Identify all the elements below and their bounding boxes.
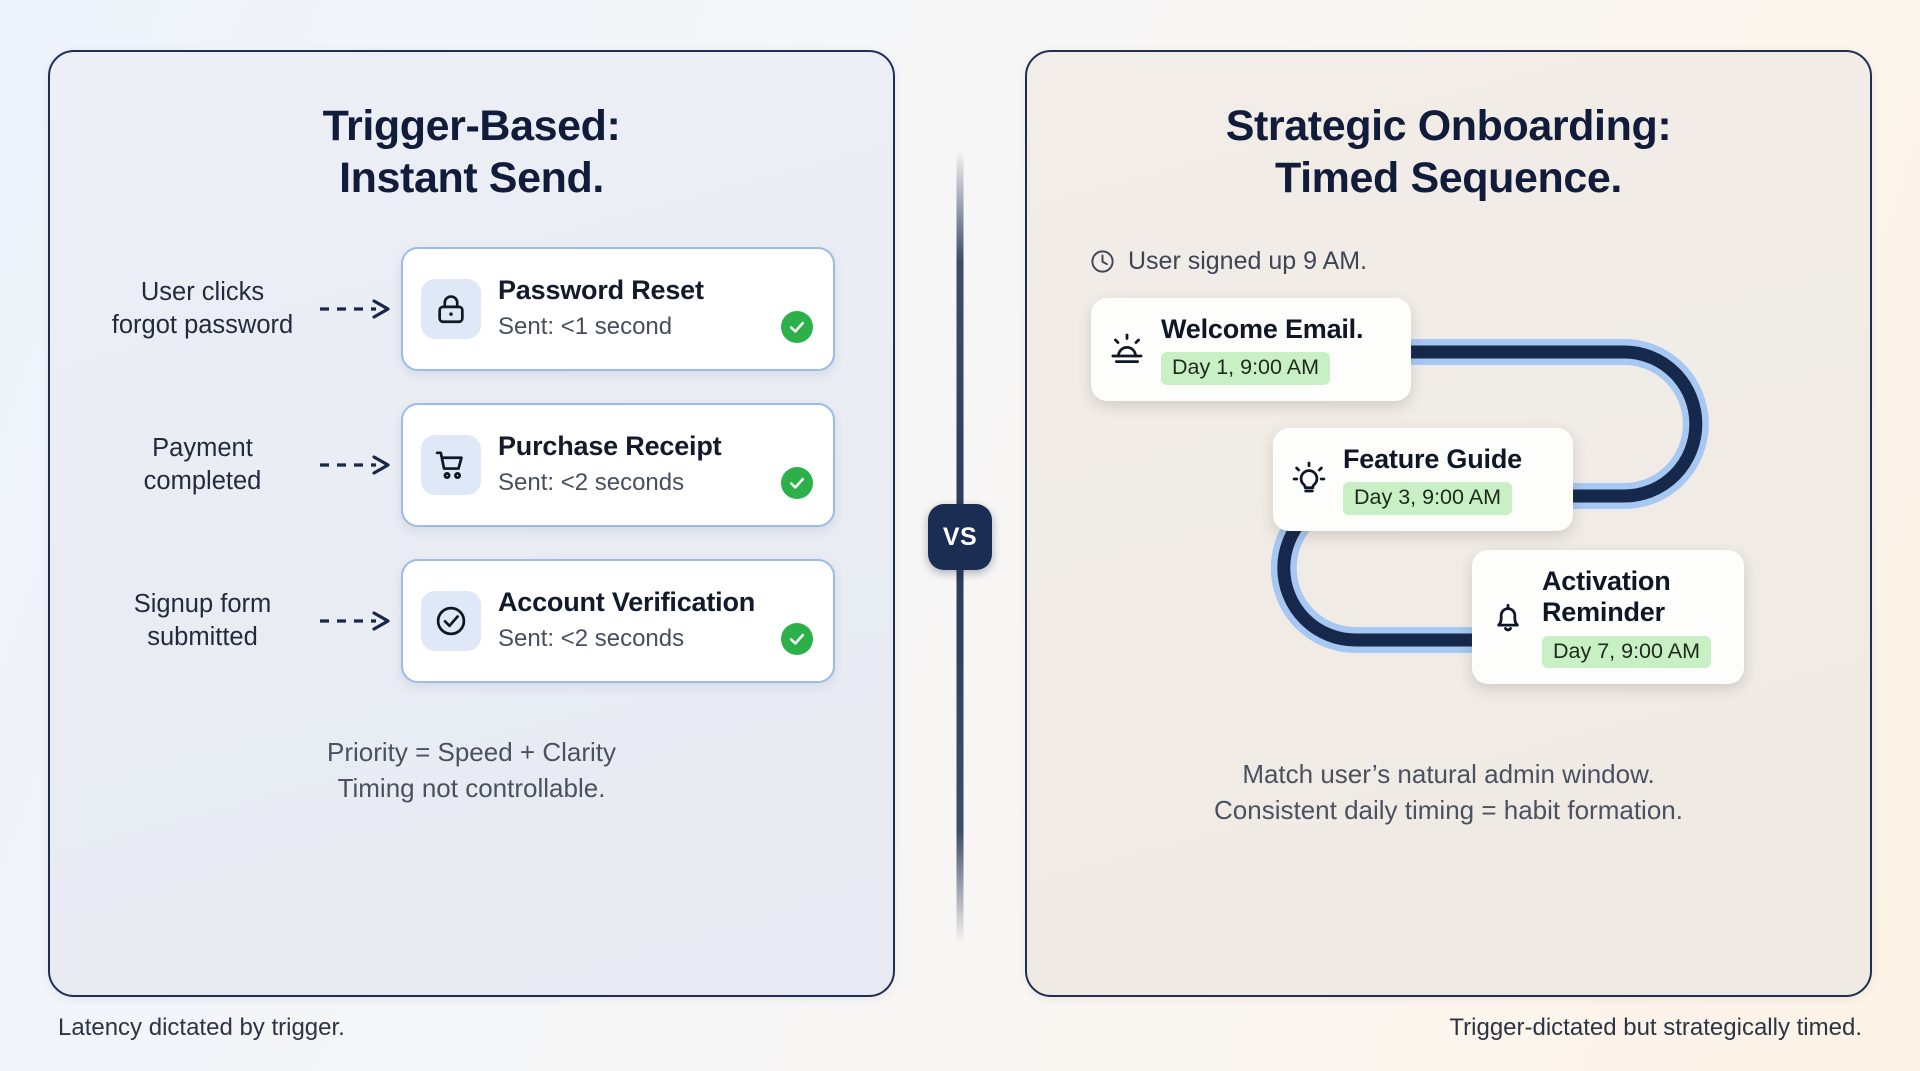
trigger-row: User clicks forgot password [90, 246, 835, 371]
event-meta-row: Sent: <1 second [498, 310, 813, 343]
sequence-card-body: Welcome Email. Day 1, 9:00 AM [1161, 314, 1363, 385]
trigger-rows: User clicks forgot password [50, 246, 893, 683]
sequence-card-title: Feature Guide [1343, 443, 1522, 474]
sequence-card-activation-reminder[interactable]: Activation Reminder Day 7, 9:00 AM [1472, 549, 1744, 685]
bell-icon [1488, 595, 1528, 639]
event-card-password-reset[interactable]: Password Reset Sent: <1 second [401, 246, 835, 371]
captions-row: Latency dictated by trigger. Trigger-dic… [0, 997, 1920, 1071]
right-panel: Strategic Onboarding: Timed Sequence. Us… [1025, 50, 1872, 997]
sequence-card-chip: Day 7, 9:00 AM [1542, 635, 1711, 669]
sequence-card-welcome-email[interactable]: Welcome Email. Day 1, 9:00 AM [1091, 297, 1411, 401]
left-panel-footnote: Priority = Speed + Clarity Timing not co… [326, 736, 616, 803]
sequence-card-title: Activation Reminder [1542, 565, 1671, 628]
signup-time-note: User signed up 9 AM. [1027, 205, 1870, 276]
dashed-arrow-icon [315, 453, 401, 477]
event-body: Purchase Receipt Sent: <2 seconds [498, 431, 813, 499]
trigger-label: Payment completed [143, 434, 262, 495]
event-title: Password Reset [498, 274, 704, 305]
trigger-row: Payment completed [90, 402, 835, 527]
trigger-row: Signup form submitted [90, 558, 835, 683]
caption-right: Trigger-dictated but strategically timed… [1449, 1014, 1862, 1041]
event-card-purchase-receipt[interactable]: Purchase Receipt Sent: <2 seconds [401, 402, 835, 527]
right-panel-title: Strategic Onboarding: Timed Sequence. [1225, 102, 1672, 203]
trigger-label: User clicks forgot password [111, 278, 294, 339]
check-circle-icon [781, 466, 813, 499]
sequence-card-chip: Day 1, 9:00 AM [1161, 352, 1330, 385]
sequence-card-chip: Day 3, 9:00 AM [1343, 482, 1512, 515]
left-panel: Trigger-Based: Instant Send. User clicks… [48, 50, 895, 997]
lock-icon [421, 278, 481, 339]
dashed-arrow-icon [315, 609, 401, 633]
sequence-area: Welcome Email. Day 1, 9:00 AM [1027, 280, 1870, 735]
event-body: Password Reset Sent: <1 second [498, 275, 813, 343]
event-card-account-verification[interactable]: Account Verification Sent: <2 seconds [401, 558, 835, 683]
sequence-card-title: Welcome Email. [1161, 313, 1364, 344]
sequence-card-body: Feature Guide Day 3, 9:00 AM [1343, 444, 1522, 515]
check-circle-outline-icon [421, 590, 481, 651]
event-title: Purchase Receipt [498, 430, 722, 461]
check-circle-icon [781, 622, 813, 655]
sequence-card-body: Activation Reminder Day 7, 9:00 AM [1542, 565, 1711, 669]
event-body: Account Verification Sent: <2 seconds [498, 587, 813, 655]
event-sub: Sent: <2 seconds [498, 624, 685, 652]
panels-container: Trigger-Based: Instant Send. User clicks… [48, 50, 1872, 997]
signup-time-text: User signed up 9 AM. [1128, 246, 1368, 275]
right-panel-footnote: Match user’s natural admin window. Consi… [1214, 758, 1683, 825]
event-sub: Sent: <2 seconds [498, 468, 685, 496]
event-title: Account Verification [498, 586, 756, 617]
event-meta-row: Sent: <2 seconds [498, 466, 813, 499]
event-sub: Sent: <1 second [498, 312, 673, 340]
trigger-label: Signup form submitted [133, 590, 272, 651]
dashed-arrow-icon [315, 297, 401, 321]
left-panel-title: Trigger-Based: Instant Send. [322, 102, 621, 203]
shopping-cart-icon [421, 434, 481, 495]
clock-icon [1089, 248, 1116, 275]
lightbulb-icon [1289, 457, 1329, 501]
vs-badge: VS [928, 504, 992, 570]
check-circle-icon [781, 310, 813, 343]
event-meta-row: Sent: <2 seconds [498, 622, 813, 655]
sequence-card-feature-guide[interactable]: Feature Guide Day 3, 9:00 AM [1273, 427, 1573, 531]
caption-left: Latency dictated by trigger. [58, 1014, 345, 1041]
sunrise-icon [1107, 327, 1147, 371]
